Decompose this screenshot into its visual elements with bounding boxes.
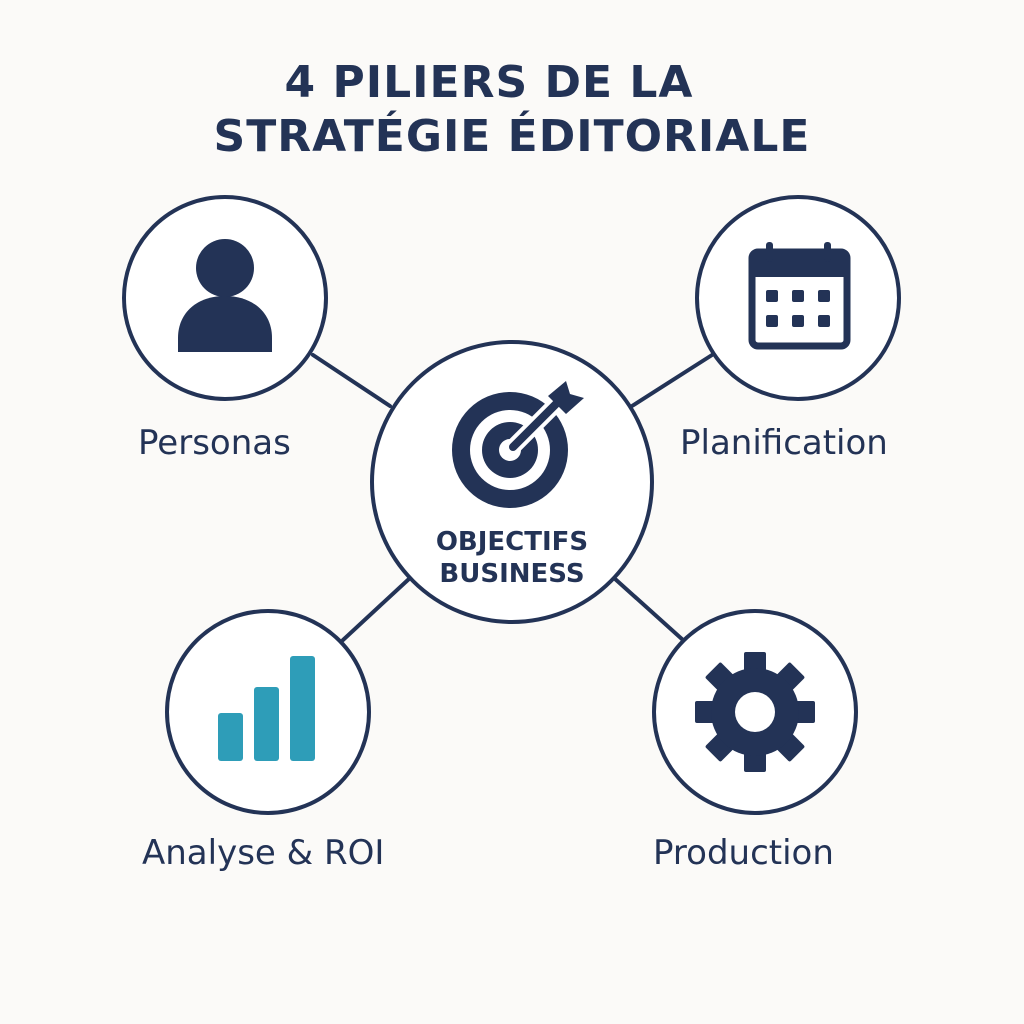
bar-chart-icon (218, 656, 315, 761)
target-arrow-icon (452, 381, 584, 508)
label-planification: Planification (680, 423, 888, 463)
connector-analyse (341, 576, 412, 642)
node-center (370, 340, 654, 624)
title-line-2: STRATÉGIE ÉDITORIALE (213, 111, 811, 162)
title-line-1: 4 PILIERS DE LA (284, 57, 694, 108)
connector-planification (630, 353, 714, 408)
gear-icon (695, 652, 815, 772)
label-personas: Personas (138, 423, 291, 463)
connectors (311, 353, 714, 642)
node-analyse (165, 609, 371, 815)
center-label: OBJECTIFS BUSINESS (380, 526, 644, 590)
node-planification (695, 195, 901, 401)
node-production (652, 609, 858, 815)
label-production: Production (653, 833, 834, 873)
node-personas (122, 195, 328, 401)
diagram-title: 4 PILIERS DE LA STRATÉGIE ÉDITORIALE (0, 56, 1024, 164)
person-icon (178, 239, 272, 352)
center-label-line-2: BUSINESS (439, 559, 585, 589)
connector-personas (311, 353, 392, 408)
label-analyse-roi: Analyse & ROI (142, 833, 385, 873)
center-label-line-1: OBJECTIFS (435, 527, 589, 557)
connector-production (612, 576, 685, 642)
calendar-icon (748, 242, 851, 350)
